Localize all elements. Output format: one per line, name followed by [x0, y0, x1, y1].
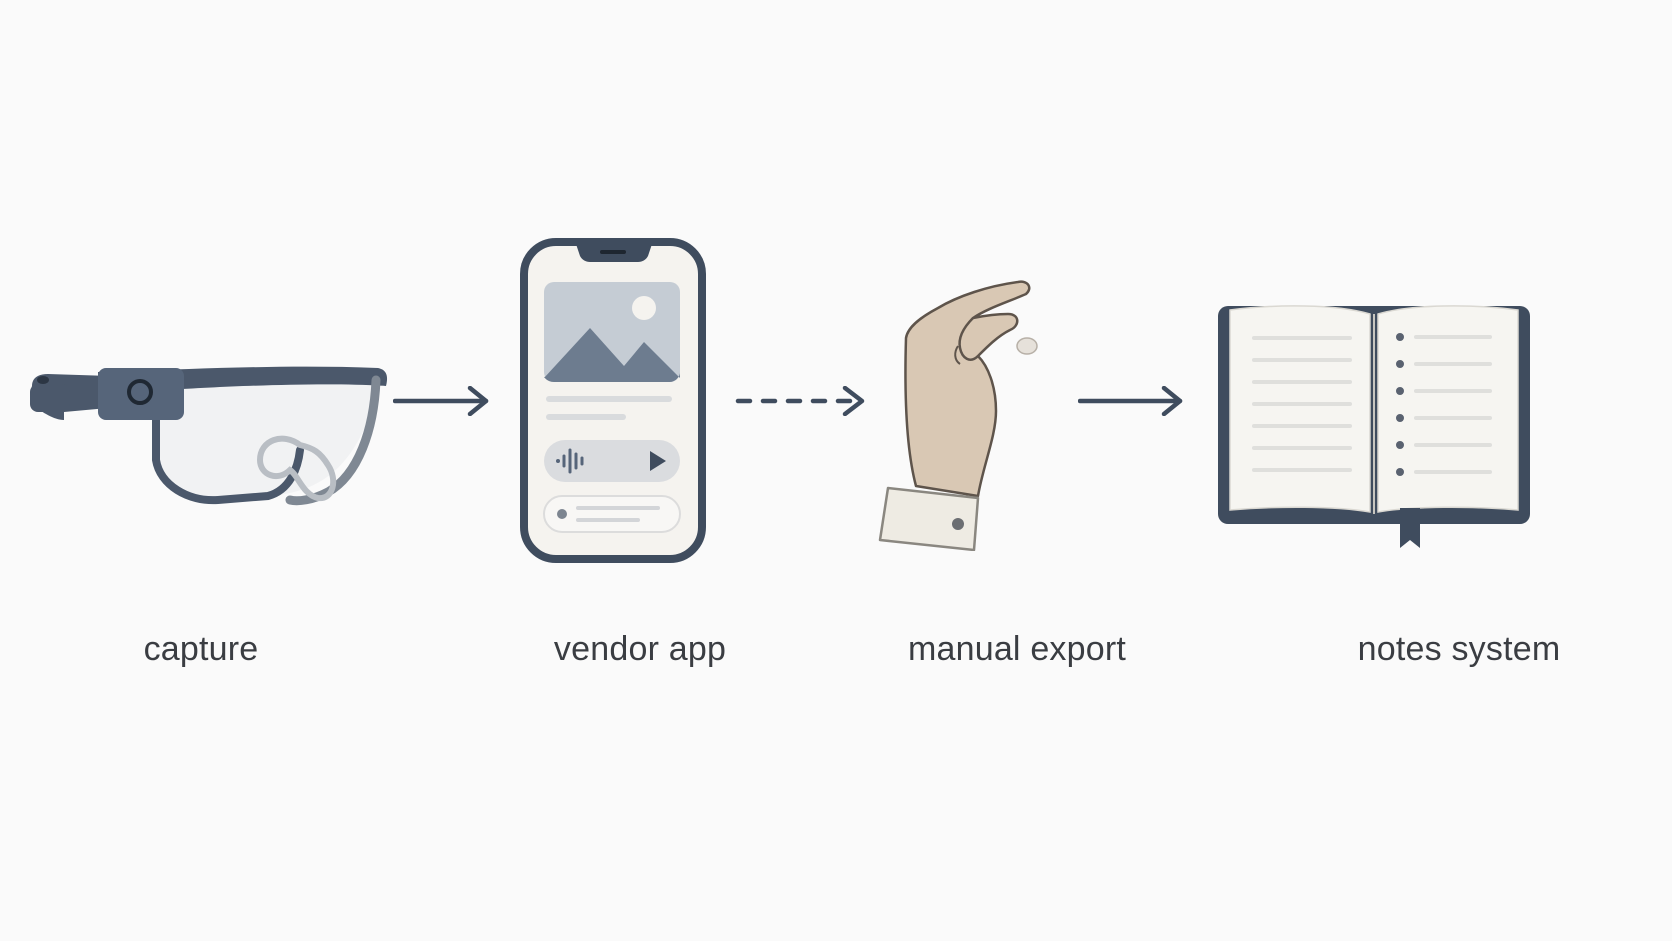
arrow-solid-2: [1078, 386, 1183, 416]
smart-glasses-icon: [30, 366, 388, 506]
arrow-dashed: [735, 386, 865, 416]
arrow-solid-1: [393, 386, 489, 416]
open-notebook-icon: [1218, 305, 1530, 548]
hand-pinch-icon: [878, 280, 1038, 551]
smartphone-app-icon: [520, 238, 706, 563]
step-label-vendor-app: vendor app: [553, 630, 727, 668]
step-label-manual-export: manual export: [907, 630, 1127, 668]
step-label-capture: capture: [143, 630, 259, 668]
step-label-notes-system: notes system: [1357, 630, 1561, 668]
